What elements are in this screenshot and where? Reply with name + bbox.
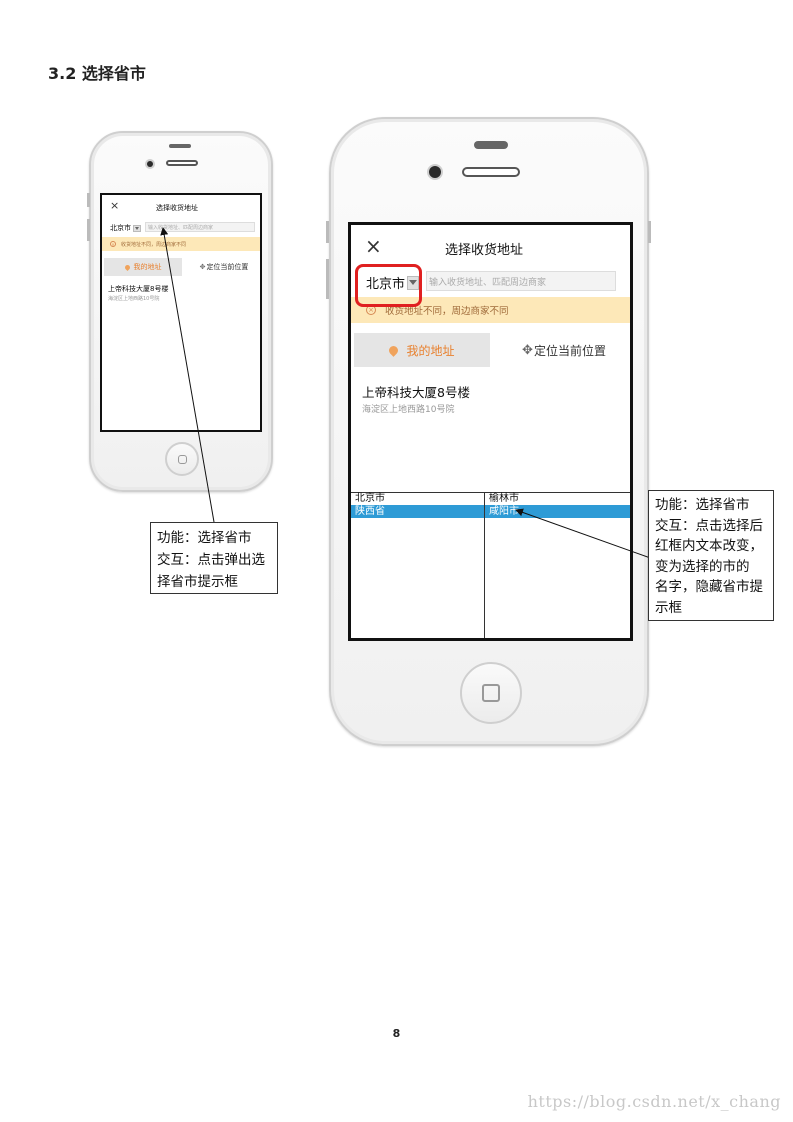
small-phone: × 选择收货地址 北京市 输入收货地址、匹配周边商家 × 收货地址不同，周边商家… <box>87 131 273 492</box>
picker-divider <box>484 493 485 638</box>
address-detail: 海淀区上地西路10号院 <box>108 296 160 302</box>
camera <box>147 161 153 167</box>
close-icon[interactable]: × <box>110 199 120 212</box>
callout-right: 功能：选择省市 交互：点击选择后 红框内文本改变， 变为选择的市的 名字，隐藏省… <box>648 490 774 621</box>
large-phone: × 选择收货地址 北京市 输入收货地址、匹配周边商家 × 收货地址不同，周边商家… <box>326 117 651 746</box>
warning-icon: × <box>110 241 116 247</box>
location-pin-icon <box>387 343 401 357</box>
speaker <box>166 160 198 166</box>
callout-line: 交互：点击选择后 <box>655 517 763 534</box>
speaker <box>462 167 520 177</box>
address-input-placeholder: 输入收货地址、匹配周边商家 <box>148 224 214 231</box>
tab-my-address-label: 我的地址 <box>406 343 455 358</box>
chevron-down-icon <box>407 275 420 290</box>
home-button[interactable] <box>460 662 522 724</box>
callout-line: 交互：点击弹出选 <box>157 552 265 568</box>
city-option[interactable]: 榆林市 <box>489 493 519 504</box>
address-input[interactable]: 输入收货地址、匹配周边商家 <box>145 222 255 232</box>
crosshair-icon: ✥ <box>522 342 533 358</box>
address-detail: 海淀区上地西路10号院 <box>362 405 455 415</box>
tab-locate[interactable]: ✥ 定位当前位置 <box>497 333 630 367</box>
address-name[interactable]: 上帝科技大厦8号楼 <box>108 285 169 293</box>
warning-bar: × 收货地址不同，周边商家不同 <box>351 297 630 323</box>
tab-my-address-label: 我的地址 <box>133 263 162 271</box>
home-square-icon <box>482 684 500 702</box>
city-column: 榆林市 咸阳市 <box>485 493 630 638</box>
location-pin-icon <box>123 263 131 271</box>
camera <box>429 166 441 178</box>
tab-locate-label: 定位当前位置 <box>206 263 249 271</box>
earpiece <box>474 141 508 149</box>
page-number: 8 <box>392 1027 401 1040</box>
address-input-placeholder: 输入收货地址、匹配周边商家 <box>429 277 547 288</box>
home-square-icon <box>178 455 187 464</box>
callout-line: 功能：选择省市 <box>157 530 252 546</box>
tab-my-address[interactable]: 我的地址 <box>354 333 490 367</box>
province-city-picker: 北京市 陕西省 榆林市 咸阳市 <box>351 492 630 638</box>
warning-text: 收货地址不同，周边商家不同 <box>385 306 509 317</box>
section-title: 3.2 选择省市 <box>48 64 146 83</box>
tab-locate[interactable]: ✥ 定位当前位置 <box>186 258 260 276</box>
tab-my-address[interactable]: 我的地址 <box>104 258 182 276</box>
earpiece <box>169 144 191 148</box>
home-button[interactable] <box>165 442 199 476</box>
callout-line: 变为选择的市的 <box>655 558 750 575</box>
province-option[interactable]: 北京市 <box>355 493 385 504</box>
chevron-down-icon <box>133 224 141 232</box>
city-select[interactable]: 北京市 <box>366 273 420 292</box>
warning-bar: × 收货地址不同，周边商家不同 <box>102 237 260 251</box>
callout-line: 示框 <box>655 599 682 616</box>
city-select-highlight <box>355 264 422 307</box>
callout-left: 功能：选择省市 交互：点击弹出选 择省市提示框 <box>150 522 278 594</box>
callout-line: 择省市提示框 <box>157 574 238 590</box>
province-column: 北京市 陕西省 <box>351 493 484 638</box>
address-input[interactable]: 输入收货地址、匹配周边商家 <box>426 271 616 291</box>
header-title: 选择收货地址 <box>156 204 198 212</box>
callout-line: 名字，隐藏省市提 <box>655 579 763 595</box>
callout-line: 功能：选择省市 <box>655 497 750 513</box>
watermark: https://blog.csdn.net/x_chang <box>527 1092 781 1111</box>
city-select-label: 北京市 <box>110 224 131 232</box>
small-screen: × 选择收货地址 北京市 输入收货地址、匹配周边商家 × 收货地址不同，周边商家… <box>100 193 262 432</box>
crosshair-icon: ✥ <box>199 263 206 271</box>
warning-text: 收货地址不同，周边商家不同 <box>121 241 187 248</box>
tab-locate-label: 定位当前位置 <box>533 343 606 358</box>
header-title: 选择收货地址 <box>445 243 524 258</box>
province-option-selected[interactable]: 陕西省 <box>351 505 484 518</box>
city-option-selected[interactable]: 咸阳市 <box>485 505 630 518</box>
close-icon[interactable]: × <box>365 234 382 258</box>
city-select[interactable]: 北京市 <box>110 223 141 233</box>
large-screen: × 选择收货地址 北京市 输入收货地址、匹配周边商家 × 收货地址不同，周边商家… <box>348 222 633 641</box>
address-name[interactable]: 上帝科技大厦8号楼 <box>362 385 470 400</box>
city-select-label: 北京市 <box>366 277 406 292</box>
callout-line: 红框内文本改变， <box>655 538 763 554</box>
